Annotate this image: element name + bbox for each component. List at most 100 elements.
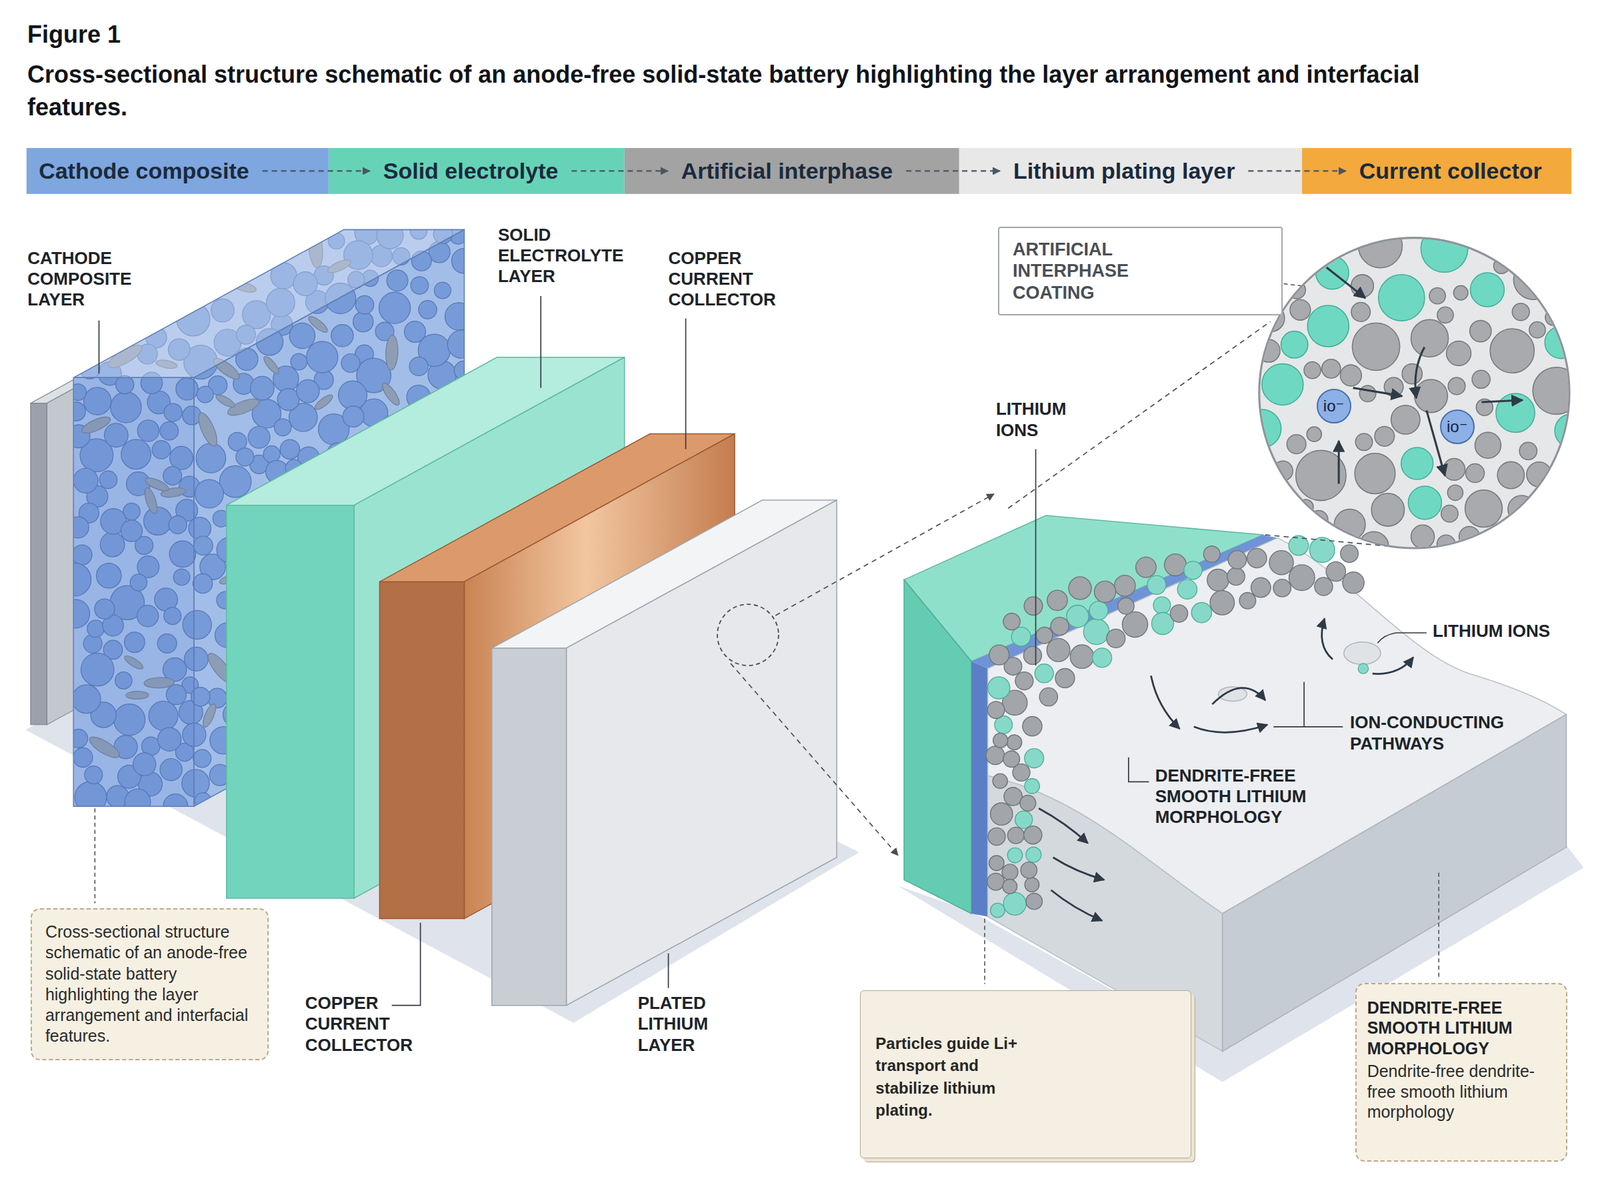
node-text: Lithium plating layer (1013, 158, 1235, 184)
interphase-particle (990, 902, 1006, 918)
inset-particle (1410, 524, 1434, 548)
zoom-circle (717, 604, 779, 666)
interphase-particle (1020, 862, 1038, 879)
band-segment (328, 148, 625, 194)
note-box: DENDRITE-FREE SMOOTH LITHIUM MORPHOLOGYD… (1355, 982, 1568, 1162)
leader-line (1303, 681, 1305, 726)
interphase-particle (1055, 668, 1075, 688)
interphase-particle (993, 732, 1008, 748)
inset-particle (1532, 367, 1580, 414)
interphase-particle (1003, 892, 1026, 915)
inset-particle (1437, 306, 1454, 323)
flow-arrow (262, 170, 370, 172)
inset-particle (1512, 303, 1530, 321)
inset-particle (1453, 285, 1468, 300)
zoom-line (730, 663, 898, 856)
interphase-particle (1024, 748, 1044, 768)
leader-line (392, 922, 421, 1006)
leader-line (685, 318, 687, 450)
interphase-particle (992, 773, 1008, 788)
electrolyte-front (226, 505, 354, 898)
interphase-particle (1024, 778, 1040, 794)
inset-particle (1351, 274, 1374, 298)
inset-particle (1508, 495, 1536, 523)
ion-arrows (1038, 618, 1414, 921)
interphase-particles (986, 535, 1364, 918)
leader-line (1035, 448, 1037, 665)
interphase-particle (1314, 577, 1333, 596)
interphase-particle (989, 855, 1004, 870)
inset-particle (1429, 288, 1446, 304)
inset-particle (1351, 302, 1371, 322)
part-label: COPPER CURRENT COLLECTOR (668, 248, 789, 311)
interphase-particle (1024, 877, 1039, 892)
node-text: io⁻ (1446, 417, 1468, 436)
leader-line (540, 296, 542, 388)
ion-arrow (1212, 688, 1266, 705)
interphase-particle (1207, 569, 1230, 592)
inset-border (1259, 238, 1570, 548)
interphase-particle (1203, 546, 1220, 563)
interphase-particle (1273, 579, 1291, 597)
inset-particle (1334, 508, 1366, 540)
interphase-particle (1210, 590, 1234, 615)
interphase-particle (1026, 846, 1042, 862)
legend-band-item: Current collector (1352, 155, 1549, 187)
inset-particle (1446, 340, 1472, 366)
inset-particle (1352, 322, 1400, 370)
interphase-particle (1066, 605, 1089, 628)
interphase-particle (987, 701, 1005, 719)
interphase-particle (1227, 567, 1245, 585)
interphase-particle (986, 746, 1005, 765)
interphase-particle (1191, 602, 1212, 622)
ion-arrow (1326, 267, 1366, 298)
interphase-particle (1239, 592, 1256, 609)
ion-circle: io⁻ (1316, 388, 1352, 424)
interphase-particle (1002, 864, 1018, 880)
interphase-particle (1184, 561, 1202, 580)
interphase-particle (1251, 577, 1272, 598)
ion-arrow (1372, 657, 1414, 674)
interphase-particle (1015, 810, 1033, 828)
inset-particle (1257, 339, 1280, 362)
inset-particle (1465, 490, 1503, 528)
inset-particle (1465, 464, 1484, 483)
inset-particle (1447, 484, 1463, 500)
interphase-particle (1004, 787, 1022, 806)
leader-line (98, 320, 100, 374)
leader-line (984, 918, 986, 984)
inset-particle (1374, 426, 1395, 447)
interphase-particle (1164, 554, 1187, 576)
interphase-particle (1003, 750, 1020, 768)
inset-particle (1359, 385, 1376, 402)
node-text: io⁻ (1323, 396, 1344, 416)
cathode-front (73, 377, 194, 806)
inset-particle (1290, 299, 1311, 320)
interphase-particle (1020, 795, 1036, 812)
ion-arrow (1415, 346, 1425, 398)
interphase-particle (1106, 628, 1126, 648)
leader-line (94, 808, 96, 903)
inset-particle (1441, 504, 1459, 522)
node-text: Particles guide Li+ transport and stabil… (875, 1032, 1042, 1122)
interphase-particle (988, 827, 1006, 845)
electrolyte-front (904, 579, 972, 914)
interphase-front (971, 661, 988, 917)
inset-particle (1448, 377, 1466, 395)
leader-line (668, 953, 670, 988)
ion-arrow (1038, 808, 1088, 843)
leader-line (1377, 632, 1426, 643)
inset-particle (1354, 453, 1396, 494)
ion-arrow (1353, 388, 1402, 396)
copper-front (379, 581, 464, 918)
figure-title: Figure 1 (27, 20, 121, 50)
surface-pit (1344, 642, 1381, 665)
dashed-leaders (94, 808, 1439, 984)
interphase-particle (1024, 826, 1042, 844)
inset-particle (1355, 433, 1373, 451)
part-label: COPPER CURRENT COLLECTOR (305, 992, 426, 1056)
ion-arrow (1051, 890, 1103, 921)
inset-particle (1304, 362, 1321, 379)
ion-particle (1358, 663, 1368, 674)
inset-particle (1519, 442, 1537, 460)
